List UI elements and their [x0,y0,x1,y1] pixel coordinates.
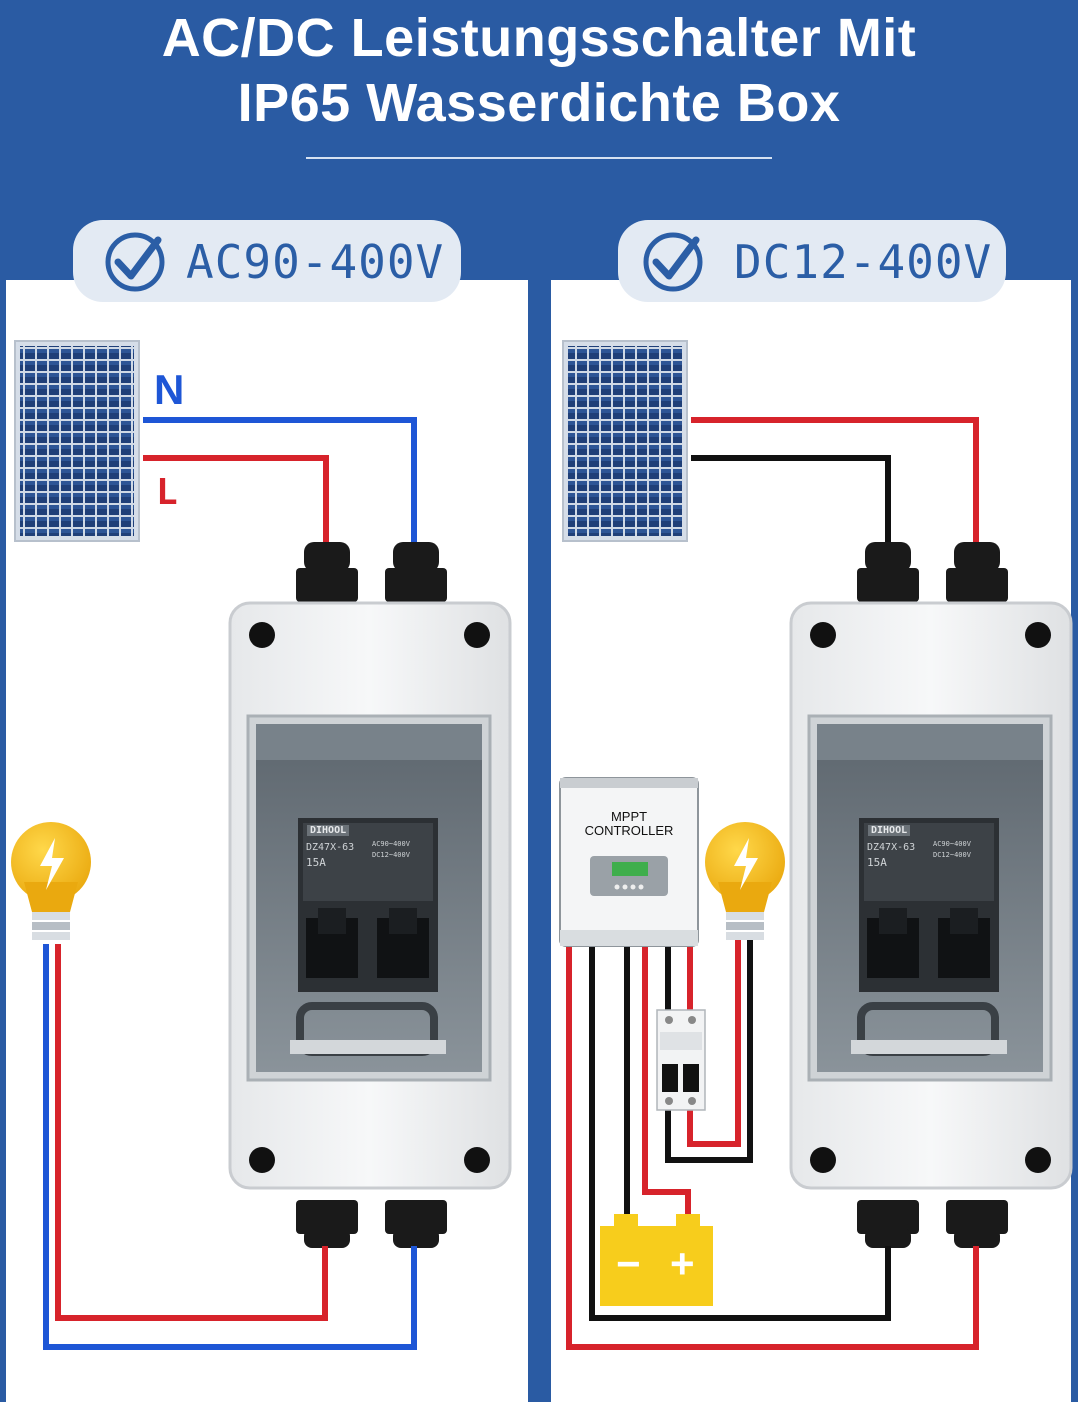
dc-light-bulb-icon [705,822,785,940]
dc-mini-breaker [656,1009,706,1111]
battery-minus-sign: − [616,1240,641,1287]
dc-output-wires [566,940,979,1350]
ac-breaker-spec-ac: AC90~400V [372,840,410,848]
dc-check-icon [643,232,703,292]
mppt-label-line2: CONTROLLER [584,823,674,838]
page-title-line2: IP65 Wasserdichte Box [237,73,841,133]
dc-input-wires [691,417,979,548]
mppt-controller [559,777,699,947]
mppt-label-line1: MPPT [610,809,648,824]
ac-breaker-brand: DIHOOL [307,825,350,836]
dc-breaker-rating: 15A [867,856,887,869]
dc-voltage-label: DC12-400V [734,235,993,289]
line-wire-label: L [156,472,178,513]
ac-output-wires [43,944,417,1350]
ac-breaker-spec-dc: DC12~400V [372,851,410,859]
ac-solar-panel-icon [14,340,140,542]
dc-breaker-spec-ac: AC90~400V [933,840,971,848]
ac-breaker-enclosure [228,542,512,1248]
ac-input-wires [143,417,417,548]
dc-solar-panel-icon [562,340,688,542]
battery-icon [600,1214,713,1306]
page-title-line1: AC/DC Leistungsschalter Mit [161,8,917,68]
dc-breaker-model: DZ47X-63 [867,842,916,853]
ac-light-bulb-icon [11,822,91,940]
ac-breaker-rating: 15A [306,856,326,869]
dc-breaker-brand: DIHOOL [868,825,911,836]
ac-check-icon [105,232,165,292]
dc-breaker-spec-dc: DC12~400V [933,851,971,859]
title-divider [306,157,772,159]
dc-breaker-enclosure [789,542,1073,1248]
ac-breaker-model: DZ47X-63 [306,842,355,853]
battery-plus-sign: + [670,1240,695,1287]
ac-voltage-label: AC90-400V [186,235,445,289]
neutral-wire-label: N [154,366,185,413]
